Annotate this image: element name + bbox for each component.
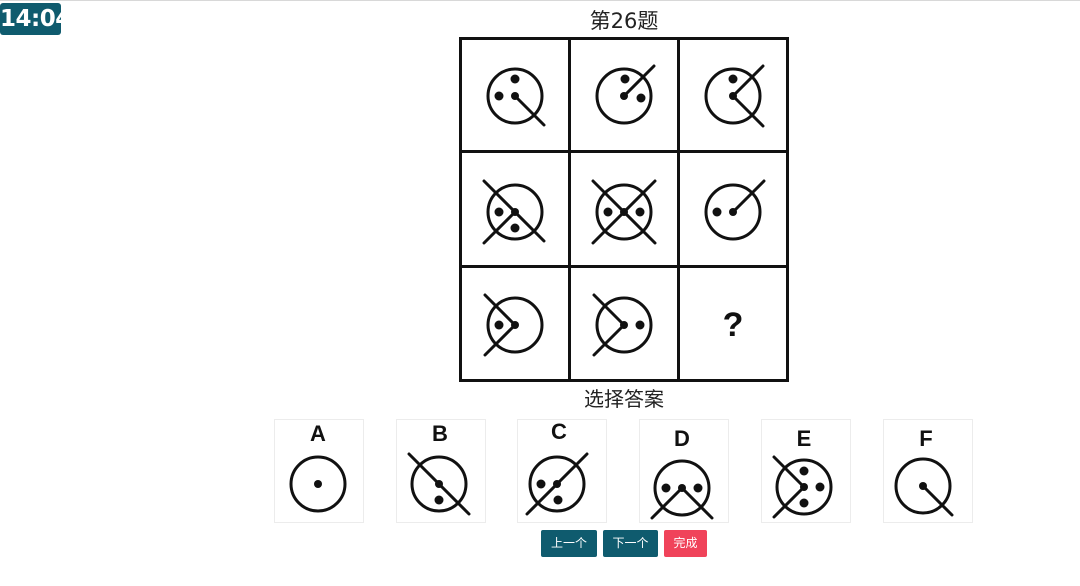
option-letter: B	[432, 421, 448, 446]
choose-answer-label: 选择答案	[584, 387, 664, 411]
matrix-cell-r1c3	[704, 64, 765, 128]
option-d[interactable]: D	[639, 419, 729, 523]
option-letter: D	[674, 426, 690, 451]
matrix-cell-r2c1	[482, 179, 546, 245]
option-letter: A	[310, 421, 326, 446]
countdown-timer: 14:04	[0, 3, 71, 35]
matrix-cell-r2c3	[704, 179, 766, 241]
finish-button[interactable]: 完成	[664, 530, 707, 557]
option-letter: F	[919, 426, 932, 451]
option-b[interactable]: B	[396, 419, 486, 523]
option-letter: C	[551, 420, 567, 444]
question-title: 第26题	[589, 9, 659, 33]
puzzle-matrix: ?	[459, 37, 789, 382]
matrix-cell-r3c1	[483, 293, 544, 357]
option-letter: E	[797, 426, 812, 451]
matrix-cell-r3c2	[592, 293, 653, 357]
option-c[interactable]: C	[517, 419, 607, 523]
option-f[interactable]: F	[883, 419, 973, 523]
matrix-cell-r1c1	[486, 67, 546, 127]
matrix-cell-r1c2	[595, 64, 656, 125]
previous-button[interactable]: 上一个	[541, 530, 597, 557]
option-e[interactable]: E	[761, 419, 851, 523]
matrix-cell-r2c2	[591, 179, 657, 245]
option-a[interactable]: A	[274, 419, 364, 523]
missing-cell-question-mark: ?	[723, 306, 744, 344]
next-button[interactable]: 下一个	[603, 530, 658, 557]
